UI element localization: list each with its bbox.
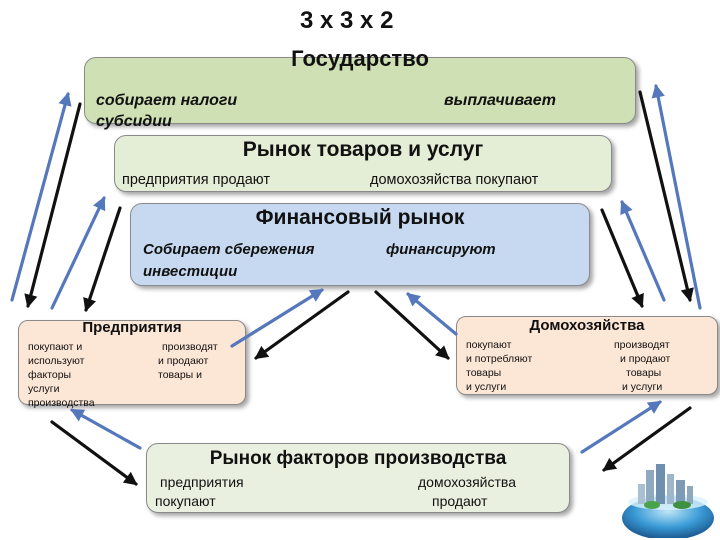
households-box <box>456 316 718 395</box>
goods-market-box <box>114 135 612 192</box>
households-row-3-left: товары <box>466 367 502 379</box>
households-title: Домохозяйства <box>529 317 645 334</box>
arrow-households-to-state <box>651 84 702 310</box>
financial-market-box <box>130 203 590 286</box>
factor-market-box <box>146 443 570 513</box>
households-row-3-right: товары <box>626 367 662 379</box>
firms-row-2-left: используют <box>28 355 85 367</box>
firms-row-4-left: услуги <box>28 383 60 395</box>
households-row-1-left: покупают <box>466 339 512 351</box>
firms-row-3-left: факторы <box>28 369 72 381</box>
arrow-financial-to-firms <box>83 206 122 312</box>
financial-market-right-text: финансируют <box>386 241 496 258</box>
arrow-state-to-households <box>638 90 694 302</box>
arrow-factor-market-to-households <box>580 400 662 454</box>
state-box <box>84 57 636 124</box>
state-right-text: выплачивает <box>444 92 556 109</box>
households-row-1-right: производят <box>614 339 670 351</box>
goods-market-title: Рынок товаров и услуг <box>242 138 484 161</box>
firms-row-2-right: и продают <box>158 355 209 367</box>
firms-row-1-right: производят <box>162 341 218 353</box>
arrow-factor-market-to-firms <box>70 408 142 450</box>
financial-market-left-text: Собирает сбережения <box>143 241 315 258</box>
firms-title: Предприятия <box>82 319 182 336</box>
households-row-4-left: и услуги <box>466 381 507 393</box>
arrow-firms-to-financial <box>230 288 324 348</box>
state-title: Государство <box>291 46 429 71</box>
arrow-households-to-financial <box>406 292 458 336</box>
arrow-households-to-factor-market <box>602 406 692 472</box>
financial-market-title: Финансовый рынок <box>255 206 465 229</box>
households-row-2-right: и продают <box>620 353 671 365</box>
globe-city-illustration <box>622 464 714 538</box>
goods-market-right-text: домохозяйства покупают <box>370 172 539 188</box>
factor-market-row-1-right: домохозяйства <box>418 474 516 490</box>
state-wrap-text: субсидии <box>96 113 172 130</box>
firms-row-1-left: покупают и <box>28 341 83 353</box>
factor-market-row-2-right: продают <box>432 493 488 509</box>
arrow-firms-to-factor-market <box>50 420 138 486</box>
factor-market-row-1-left: предприятия <box>160 474 244 490</box>
state-left-text: собирает налоги <box>96 92 238 109</box>
arrow-financial-to-households <box>374 290 450 360</box>
firms-row-5-left: производства <box>28 397 95 409</box>
arrow-firms-to-state <box>10 92 72 302</box>
arrow-households-to-goods <box>620 200 666 302</box>
arrow-goods-to-households <box>600 208 644 308</box>
factor-market-row-2-left: покупают <box>155 493 216 509</box>
arrow-state-to-firms <box>24 102 82 308</box>
financial-market-wrap-text: инвестиции <box>143 263 238 280</box>
arrow-firms-to-goods-market <box>50 196 106 310</box>
households-row-2-left: и потребляют <box>466 353 533 365</box>
firms-row-3-right: товары и <box>158 369 202 381</box>
factor-market-title: Рынок факторов производства <box>209 448 507 469</box>
header-text: 3 х 3 х 2 <box>300 7 394 34</box>
households-row-4-right: и услуги <box>622 381 663 393</box>
firms-box <box>18 320 246 405</box>
goods-market-left-text: предприятия продают <box>122 172 270 188</box>
arrow-financial-to-firms-inner <box>254 290 350 360</box>
